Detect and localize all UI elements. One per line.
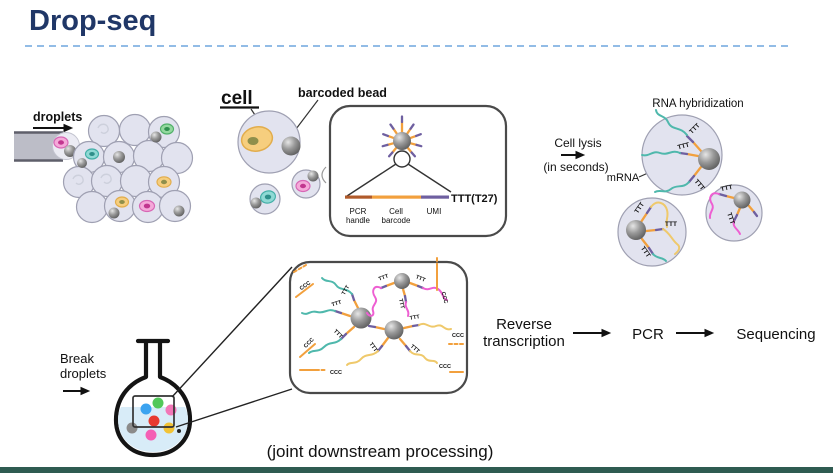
encapsulated-cell-droplet: [237, 110, 301, 174]
magnifier-circle-icon: [393, 150, 411, 168]
svg-text:TTT: TTT: [409, 314, 421, 322]
break-droplets-label: Break: [60, 351, 94, 366]
svg-text:droplets: droplets: [60, 366, 107, 381]
downstream-bead-3: TTT TTT TTT CCC CCC: [346, 314, 464, 373]
svg-text:TTT: TTT: [720, 184, 733, 193]
svg-text:TTT: TTT: [397, 298, 405, 310]
svg-text:barcode: barcode: [382, 216, 411, 225]
svg-text:TTT: TTT: [665, 221, 677, 228]
reverse-transcription-label: Reverse: [496, 316, 552, 333]
barcoded-bead: [393, 132, 411, 150]
downstream-bead-2: TTT TTT TTT CCC: [366, 257, 449, 317]
umi-label: UMI: [427, 207, 442, 216]
flask-liquid: [118, 407, 188, 452]
pcr-label: PCR: [632, 326, 664, 343]
barcoded-bead-callout: TTT(T27) PCR handle Cell barcode UMI: [321, 104, 508, 238]
rna-hybridization-section: RNA hybridization Cell lysis (in seconds…: [543, 98, 763, 267]
bead-leader-line: [292, 99, 319, 134]
svg-text:transcription: transcription: [483, 333, 565, 350]
zoom-connector-top: [171, 266, 293, 398]
svg-text:TTT: TTT: [725, 212, 735, 226]
svg-text:TTT: TTT: [367, 342, 378, 354]
svg-text:TTT: TTT: [415, 274, 427, 284]
svg-text:CCC: CCC: [440, 291, 449, 304]
hybridization-droplet-left: TTT TTT TTT: [617, 197, 687, 267]
svg-text:TTT: TTT: [409, 344, 421, 355]
svg-text:(in seconds): (in seconds): [543, 160, 608, 174]
svg-text:CCC: CCC: [299, 280, 312, 292]
svg-text:TTT: TTT: [378, 273, 390, 282]
droplet-generation: droplets: [14, 110, 194, 224]
svg-text:TTT: TTT: [677, 142, 690, 152]
oligo-rays: [381, 115, 423, 158]
cell-label: cell: [221, 88, 253, 109]
svg-text:CCC: CCC: [439, 364, 451, 370]
svg-text:CCC: CCC: [330, 370, 342, 376]
svg-text:TTT: TTT: [331, 299, 343, 308]
pipeline: Reverse transcription PCR Sequencing: [483, 316, 815, 350]
rna-hybridization-label: RNA hybridization: [652, 98, 743, 110]
barcoded-bead: [733, 191, 751, 209]
sequencing-label: Sequencing: [736, 326, 815, 343]
hybridization-droplet-right: TTT TTT: [705, 184, 763, 242]
downstream-box: TTT TTT TTT CCC CCC CCC: [288, 257, 469, 395]
footer-bar: [0, 467, 833, 473]
forming-droplet: [52, 132, 80, 160]
barcoded-bead-label: barcoded bead: [298, 86, 387, 100]
svg-text:CCC: CCC: [452, 333, 464, 339]
pcr-handle-label: PCR: [350, 207, 367, 216]
zoom-arc: [321, 166, 327, 184]
ttt-t27-label: TTT(T27): [451, 193, 498, 205]
mrna-label: mRNA: [607, 172, 640, 184]
oligo-structure-bar: [345, 195, 449, 199]
droplets-label: droplets: [33, 110, 82, 124]
small-cell-droplets: [249, 169, 321, 215]
joint-processing-caption: (joint downstream processing): [267, 442, 494, 461]
barcoded-bead: [626, 220, 646, 240]
barcoded-bead: [64, 145, 76, 157]
barcoded-bead: [281, 136, 301, 156]
cell-and-bead: cell barcoded bead: [220, 86, 387, 215]
droplet-cluster: [62, 113, 194, 224]
svg-text:TTT: TTT: [332, 329, 344, 341]
zoom-connector-bottom: [175, 388, 293, 428]
barcoded-bead: [698, 148, 720, 170]
break-droplets-section: Break droplets: [60, 351, 107, 396]
flask: [113, 266, 293, 458]
zoom-region-rect: [132, 395, 175, 428]
cell-barcode-label: Cell: [389, 207, 403, 216]
page-title: Drop-seq: [29, 5, 157, 37]
cell-lysis-label: Cell lysis: [554, 136, 601, 150]
svg-text:handle: handle: [346, 216, 371, 225]
hybridization-droplet-top: TTT TTT TTT: [641, 109, 723, 196]
svg-text:TTT: TTT: [341, 284, 352, 296]
